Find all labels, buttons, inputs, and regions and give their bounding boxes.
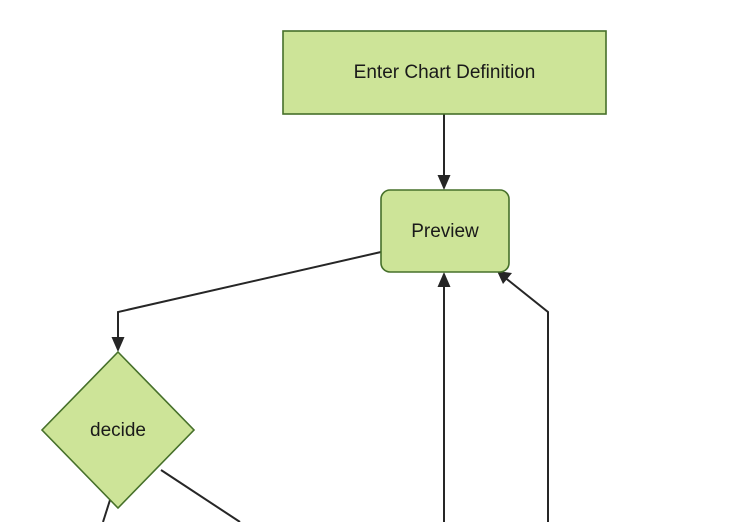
node-enter-chart-definition[interactable]: Enter Chart Definition: [282, 30, 607, 115]
arrow-head-icon: [437, 272, 451, 287]
arrow-head-icon: [437, 175, 451, 190]
edge-return-center-to-preview: [437, 272, 451, 522]
edge-line: [502, 275, 549, 522]
node-preview[interactable]: Preview: [380, 189, 510, 273]
edge-decide-bottom-out: [102, 499, 111, 522]
arrow-head-icon: [111, 337, 125, 352]
node-rounded-rectangle[interactable]: [380, 189, 510, 273]
edge-line: [160, 469, 241, 522]
edge-preview-to-decide: [111, 251, 382, 352]
node-label: Enter Chart Definition: [354, 62, 536, 83]
node-diamond[interactable]: [40, 350, 196, 510]
edge-line: [117, 251, 382, 345]
node-decide[interactable]: decide: [40, 350, 196, 510]
edge-definition-to-preview: [437, 114, 451, 190]
node-label: Preview: [411, 221, 479, 242]
node-rectangle[interactable]: [282, 30, 607, 115]
arrow-head-icon: [497, 271, 512, 284]
edge-line: [102, 499, 111, 522]
edge-return-right-to-preview: [497, 271, 549, 522]
edge-decide-right-out: [160, 469, 241, 522]
node-label: decide: [90, 420, 146, 441]
